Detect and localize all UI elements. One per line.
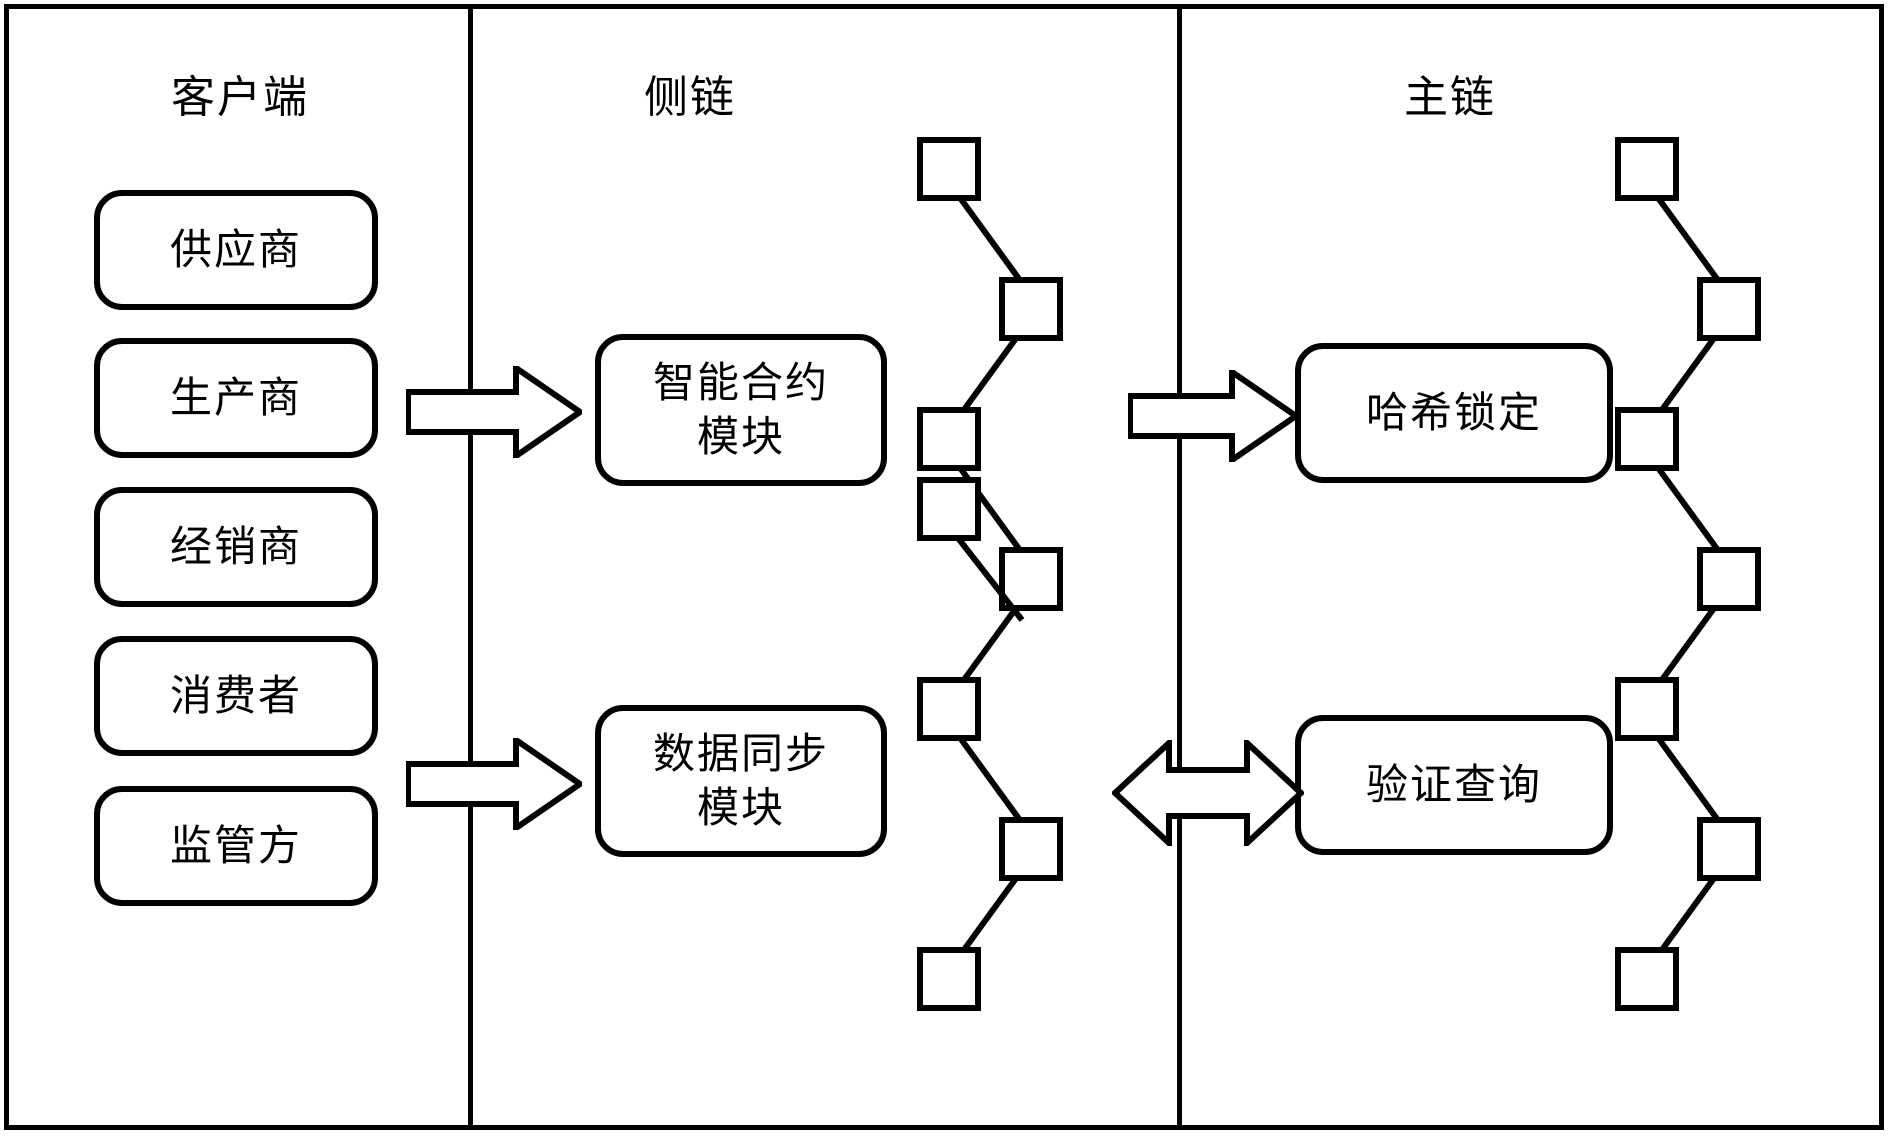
mainchain-node-verify-query[interactable]: 验证查询 (1295, 715, 1613, 855)
divider-client-sidechain (468, 4, 473, 1130)
client-node-supplier[interactable]: 供应商 (94, 190, 378, 310)
client-node-producer[interactable]: 生产商 (94, 338, 378, 458)
sidechain-data-sync-line2: 模块 (696, 783, 785, 832)
client-node-regulator[interactable]: 监管方 (94, 786, 378, 906)
sidechain-smart-contract-line1: 智能合约 (652, 358, 829, 407)
client-node-consumer[interactable]: 消费者 (94, 636, 378, 756)
mainchain-block-chain (1615, 137, 1761, 1011)
arrow-client-to-smart-contract (406, 366, 582, 458)
sidechain-data-sync-line1: 数据同步 (652, 729, 829, 778)
sidechain-block-chain-extra (917, 477, 1025, 622)
divider-sidechain-mainchain (1177, 4, 1182, 1130)
arrow-client-to-data-sync (406, 738, 582, 830)
sidechain-node-data-sync-module[interactable]: 数据同步 模块 (595, 705, 887, 857)
sidechain-smart-contract-line2: 模块 (696, 412, 785, 461)
sidechain-block-chain (917, 137, 1063, 1011)
arrow-sidechain-to-verify-query-bidirectional (1112, 740, 1304, 846)
column-title-sidechain: 侧链 (644, 72, 736, 123)
sidechain-node-smart-contract-module[interactable]: 智能合约 模块 (595, 334, 887, 486)
column-title-client: 客户端 (171, 72, 309, 123)
column-title-mainchain: 主链 (1404, 72, 1496, 123)
client-node-distributor[interactable]: 经销商 (94, 487, 378, 607)
diagram-outer-border (4, 4, 1884, 1130)
mainchain-node-hash-lock[interactable]: 哈希锁定 (1295, 343, 1613, 483)
arrow-sidechain-to-hash-lock (1128, 370, 1298, 462)
